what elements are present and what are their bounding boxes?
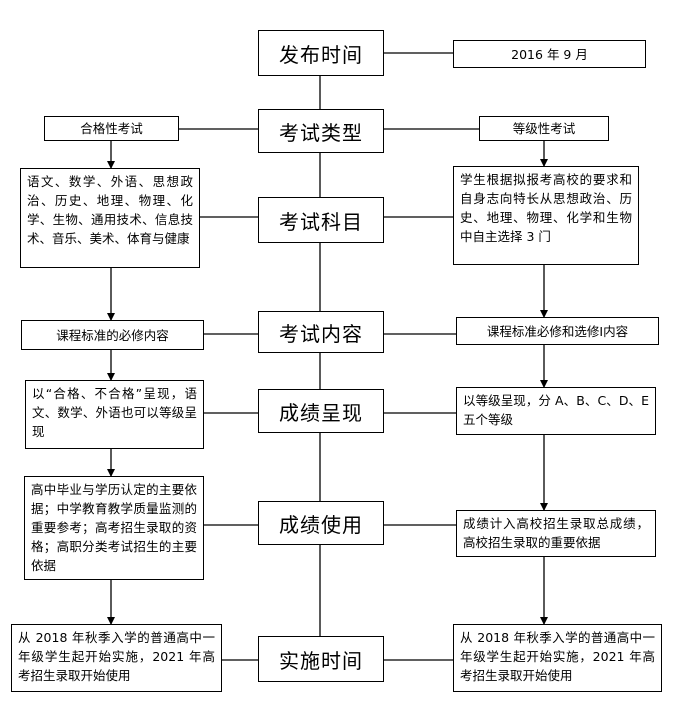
exam-subjects-node: 考试科目 bbox=[258, 197, 384, 243]
right-exam-content: 课程标准必修和选修Ⅰ内容 bbox=[456, 317, 659, 345]
right-implementation: 从 2018 年秋季入学的普通高中一年级学生起开始实施，2021 年高考招生录取… bbox=[453, 624, 662, 692]
left-implementation: 从 2018 年秋季入学的普通高中一年级学生起开始实施，2021 年高考招生录取… bbox=[11, 624, 222, 692]
right-exam-type: 等级性考试 bbox=[479, 116, 609, 141]
implementation-time-node: 实施时间 bbox=[258, 636, 384, 682]
exam-content-node: 考试内容 bbox=[258, 311, 384, 353]
score-usage-node: 成绩使用 bbox=[258, 501, 384, 545]
right-score-usage: 成绩计入高校招生录取总成绩，高校招生录取的重要依据 bbox=[456, 510, 656, 557]
right-exam-subjects: 学生根据拟报考高校的要求和自身志向特长从思想政治、历史、地理、物理、化学和生物中… bbox=[453, 166, 639, 265]
left-exam-subjects: 语文、数学、外语、思想政治、历史、地理、物理、化学、生物、通用技术、信息技术、音… bbox=[20, 168, 200, 268]
left-exam-content: 课程标准的必修内容 bbox=[21, 320, 204, 350]
left-score-presentation: 以“合格、不合格”呈现，语文、数学、外语也可以等级呈现 bbox=[25, 380, 204, 449]
left-score-usage: 高中毕业与学历认定的主要依据；中学教育教学质量监测的重要参考；高考招生录取的资格… bbox=[24, 476, 204, 580]
right-score-presentation: 以等级呈现，分 A、B、C、D、E 五个等级 bbox=[456, 387, 656, 435]
exam-type-node: 考试类型 bbox=[258, 109, 384, 153]
score-presentation-node: 成绩呈现 bbox=[258, 389, 384, 433]
release-time-value: 2016 年 9 月 bbox=[453, 40, 646, 68]
left-exam-type: 合格性考试 bbox=[44, 116, 179, 141]
release-time-node: 发布时间 bbox=[258, 30, 384, 76]
